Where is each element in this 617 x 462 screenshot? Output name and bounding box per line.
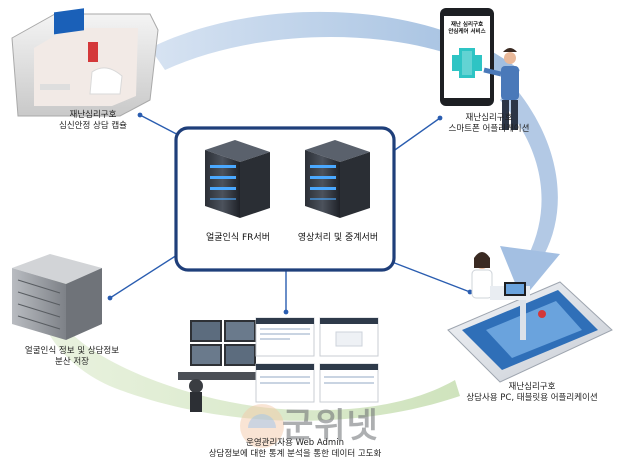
fr-server-icon (205, 140, 270, 218)
flow-arrow-blue-right (500, 84, 558, 262)
watermark-text: 군위넷 (282, 406, 379, 446)
flow-arrow-blue-head (500, 246, 560, 300)
flow-arrow-blue (150, 11, 520, 84)
counsel-tablet-image (447, 281, 613, 383)
video-server-label: 영상처리 및 중계서버 (297, 233, 379, 243)
storage-label: 얼굴인식 정보 및 상담정보 분산 저장 (24, 346, 120, 367)
smartphone-label: 재난심리구호 스마트폰 어플리케이션 (448, 113, 530, 134)
admin-label: 운영관리자용 Web Admin 상담정보에 대한 통계 분석을 통한 데이터 … (208, 438, 382, 459)
counselor-illustration (471, 252, 546, 340)
control-room-image (178, 320, 258, 412)
video-server-icon (305, 140, 370, 218)
counsel-capsule-image (11, 8, 159, 117)
man-illustration (483, 48, 519, 130)
connector-dots (107, 112, 473, 315)
counsel-label: 재난심리구호 상담사용 PC, 태블릿용 어플리케이션 (466, 382, 598, 403)
smartphone-image (440, 8, 494, 106)
flow-arrow-green (42, 316, 460, 421)
watermark-logo-icon (240, 404, 284, 448)
phone-screen-text: 재난 심리구호 안심케어 서비스 (448, 22, 486, 35)
admin-screen-thumbnails (255, 317, 379, 403)
capsule-label: 재난심리구호 심신안정 상담 캡슐 (59, 110, 127, 131)
fr-server-label: 얼굴인식 FR서버 (206, 233, 270, 243)
storage-rack-image (12, 254, 102, 340)
